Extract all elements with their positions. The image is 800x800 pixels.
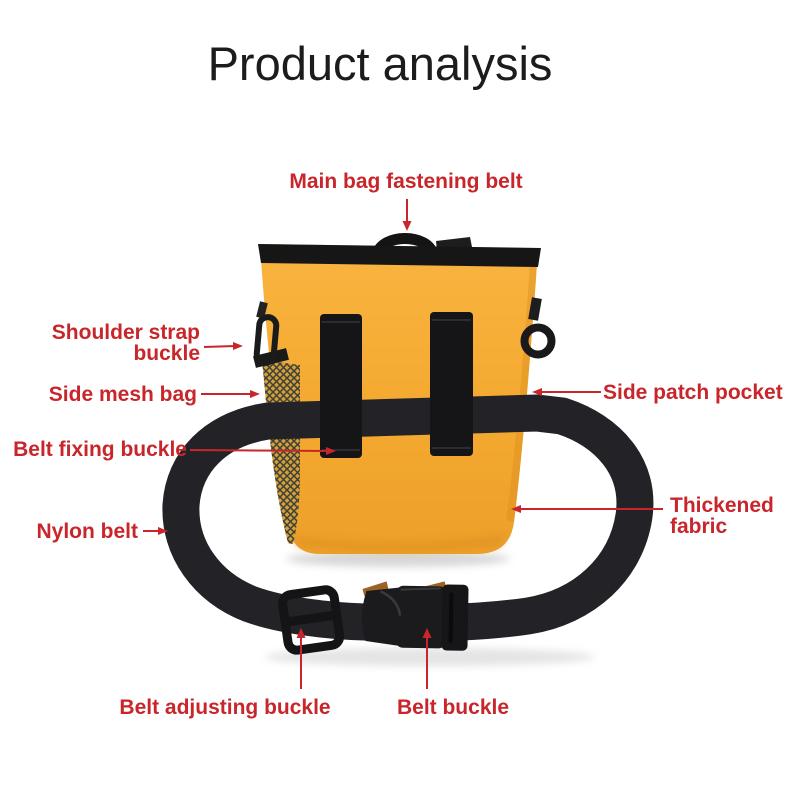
label-side-mesh-bag: Side mesh bag <box>48 383 197 406</box>
label-main-bag-fastening-belt: Main bag fastening belt <box>289 170 523 193</box>
arrow-shoulder-strap-buckle <box>203 342 243 350</box>
label-thickened-fabric-line2: fabric <box>670 515 728 538</box>
arrow-thickened-fabric <box>511 505 663 513</box>
label-nylon-belt: Nylon belt <box>36 520 138 543</box>
page-title: Product analysis <box>207 37 553 90</box>
shoulder-strap-buckle <box>253 301 280 366</box>
annotation-arrows <box>143 199 663 689</box>
label-belt-fixing-buckle: Belt fixing buckle <box>13 438 187 461</box>
label-thickened-fabric-line1: Thickened <box>670 494 774 517</box>
arrow-nylon-belt <box>143 527 168 535</box>
belt-fixing-strap-left <box>320 314 362 458</box>
bag-top-band <box>258 244 541 267</box>
belt-fixing-straps <box>320 312 473 458</box>
label-side-patch-pocket: Side patch pocket <box>603 381 783 404</box>
arrow-belt-buckle <box>422 628 432 689</box>
label-shoulder-strap-buckle-line2: buckle <box>133 342 200 365</box>
label-shoulder-strap-buckle: Shoulder strap buckle <box>52 322 200 364</box>
arrow-belt-fixing-buckle <box>189 447 336 455</box>
side-mesh-bag <box>253 348 300 544</box>
bag-shadow <box>286 551 510 567</box>
belt-adjusting-buckle <box>278 585 345 655</box>
bag-bottom-shading <box>294 534 504 552</box>
arrow-side-patch-pocket <box>532 388 601 396</box>
label-shoulder-strap-buckle-line1: Shoulder strap <box>51 321 200 344</box>
arrow-main-fastening-belt <box>402 199 412 231</box>
label-belt-buckle: Belt buckle <box>396 696 510 719</box>
label-belt-adjusting-buckle: Belt adjusting buckle <box>119 696 331 719</box>
belt-shadow <box>265 648 595 666</box>
arrow-belt-adjusting-buckle <box>296 628 306 689</box>
side-ring <box>520 297 556 359</box>
belt-buckle <box>362 581 469 651</box>
belt-fixing-strap-right <box>430 312 473 456</box>
label-thickened-fabric: Thickened fabric <box>670 495 774 537</box>
arrow-side-mesh-bag <box>201 390 260 398</box>
